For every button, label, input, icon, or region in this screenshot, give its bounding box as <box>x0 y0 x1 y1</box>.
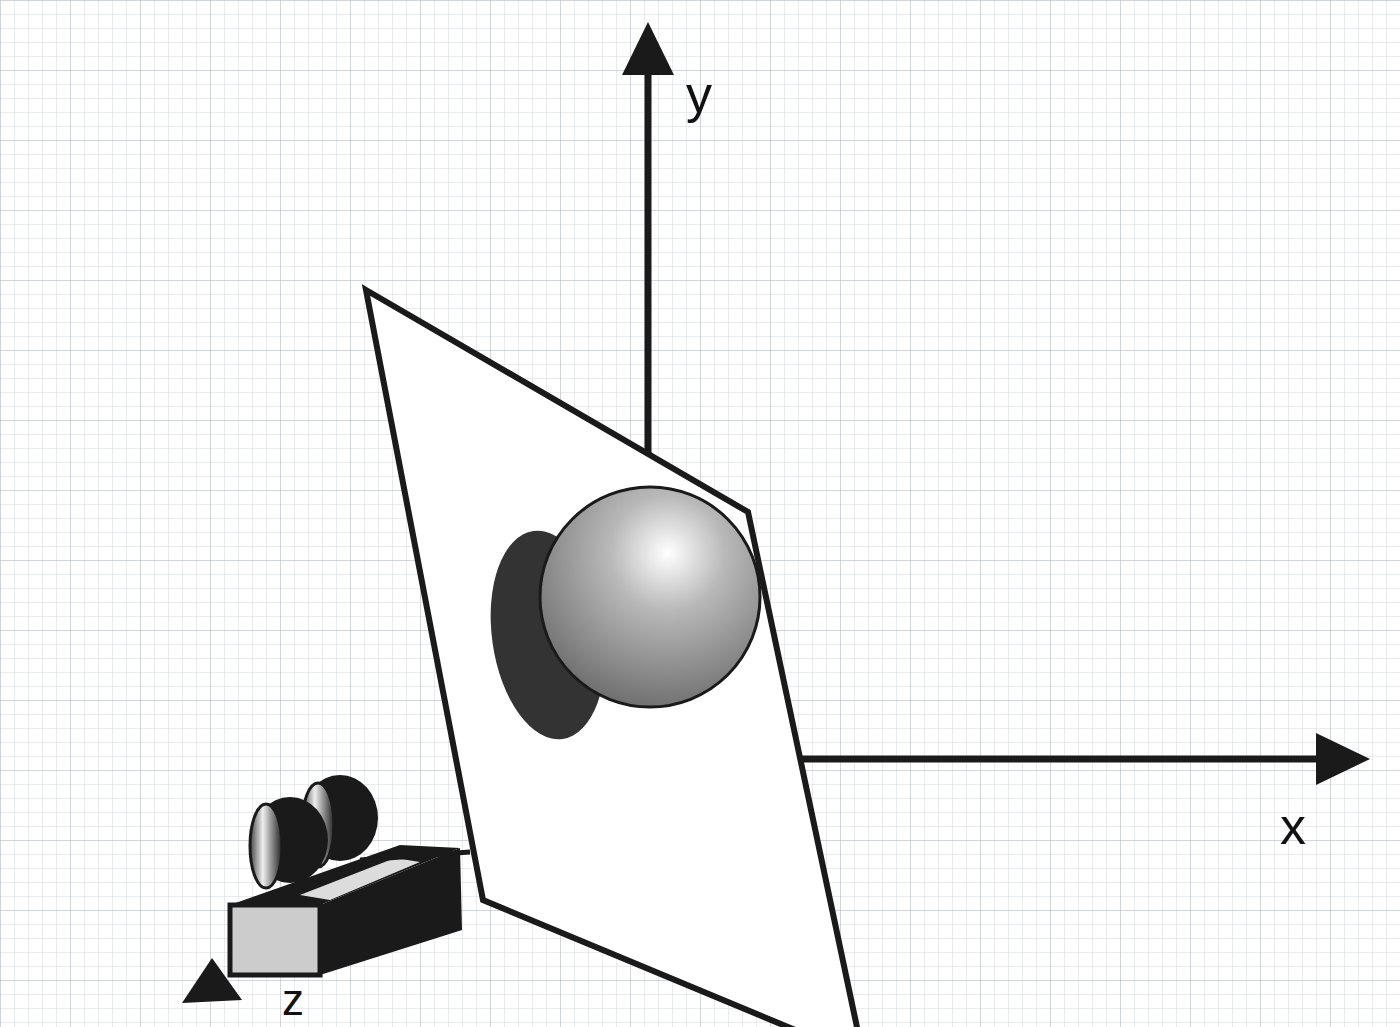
sphere <box>540 487 760 707</box>
y-arrowhead <box>622 22 674 75</box>
axis-label: x <box>1280 800 1306 852</box>
x-arrowhead <box>1316 733 1370 785</box>
x-axis <box>790 756 1320 763</box>
image-plane <box>366 290 858 1027</box>
y-axis <box>645 70 652 470</box>
axis-label: z <box>282 978 304 1022</box>
camera <box>230 775 470 975</box>
axis-label: y <box>686 68 712 120</box>
